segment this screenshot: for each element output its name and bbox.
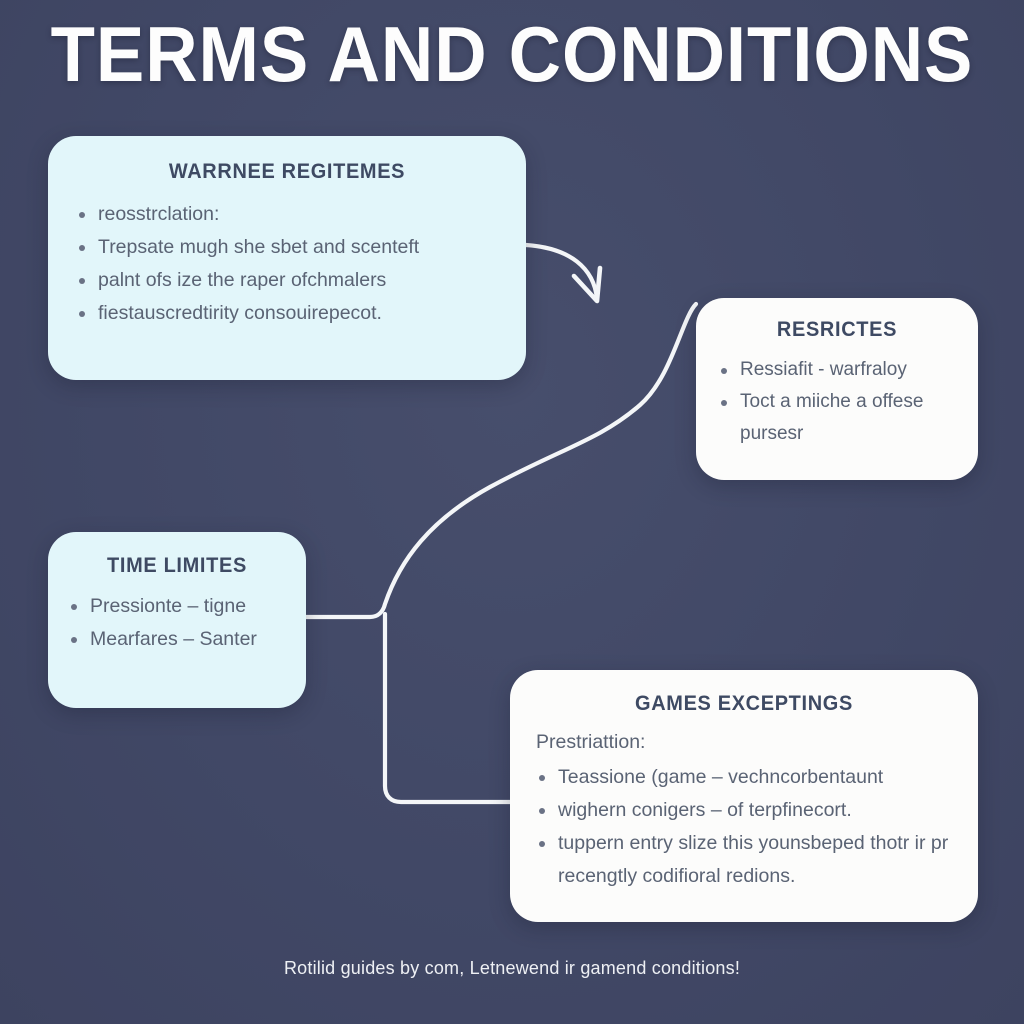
card-warranties-bullets: reosstrclation: Trepsate mugh she sbet a…: [76, 198, 498, 330]
card-game-exceptions-bullets: Teassione (game – vechncorbentaunt wighe…: [536, 761, 952, 893]
card-game-exceptions[interactable]: GAMES EXCEPTINGS Prestriattion: Teassion…: [510, 670, 978, 922]
card-time-limits[interactable]: TIME LIMITES Pressionte – tigne Mearfare…: [48, 532, 306, 708]
list-item: Pressionte – tigne: [68, 590, 286, 623]
footer-note: Rotilid guides by com, Letnewend ir game…: [283, 958, 741, 978]
list-item: wighern conigers – of terpfinecort.: [536, 794, 952, 827]
card-time-limits-title: TIME LIMITES: [107, 554, 247, 577]
card-restrictions-title: RESRICTES: [776, 318, 898, 341]
list-item: fiestauscredtirity consouirepecot.: [76, 297, 498, 330]
arrowhead-icon: [571, 265, 603, 304]
connector-warranties-arrow: [523, 242, 600, 302]
card-restrictions[interactable]: RESRICTES Ressiafit - warfraloy Toct a m…: [696, 298, 978, 480]
list-item: Teassione (game – vechncorbentaunt: [536, 761, 952, 794]
list-item: Mearfares – Santer: [68, 623, 286, 656]
list-item: tuppern entry slize this younsbeped thot…: [536, 827, 952, 893]
list-item: reosstrclation:: [76, 198, 498, 231]
card-restrictions-bullets: Ressiafit - warfraloy Toct a miiche a of…: [718, 354, 956, 450]
connector-time-limits-to-game-exceptions: [382, 611, 513, 805]
card-game-exceptions-title: GAMES EXCEPTINGS: [635, 692, 853, 715]
card-game-exceptions-lead: Prestriattion:: [536, 731, 646, 753]
card-warranties-title: WARRNEE REGITEMES: [168, 160, 406, 183]
page-title: TERMS AND CONDITIONS: [50, 10, 974, 98]
card-time-limits-bullets: Pressionte – tigne Mearfares – Santer: [68, 590, 286, 656]
list-item: Trepsate mugh she sbet and scenteft: [76, 231, 498, 264]
list-item: Toct a miiche a offese pursesr: [718, 386, 956, 450]
list-item: palnt ofs ize the raper ofchmalers: [76, 264, 498, 297]
list-item: Ressiafit - warfraloy: [718, 354, 956, 386]
card-warranties[interactable]: WARRNEE REGITEMES reosstrclation: Trepsa…: [48, 136, 526, 380]
